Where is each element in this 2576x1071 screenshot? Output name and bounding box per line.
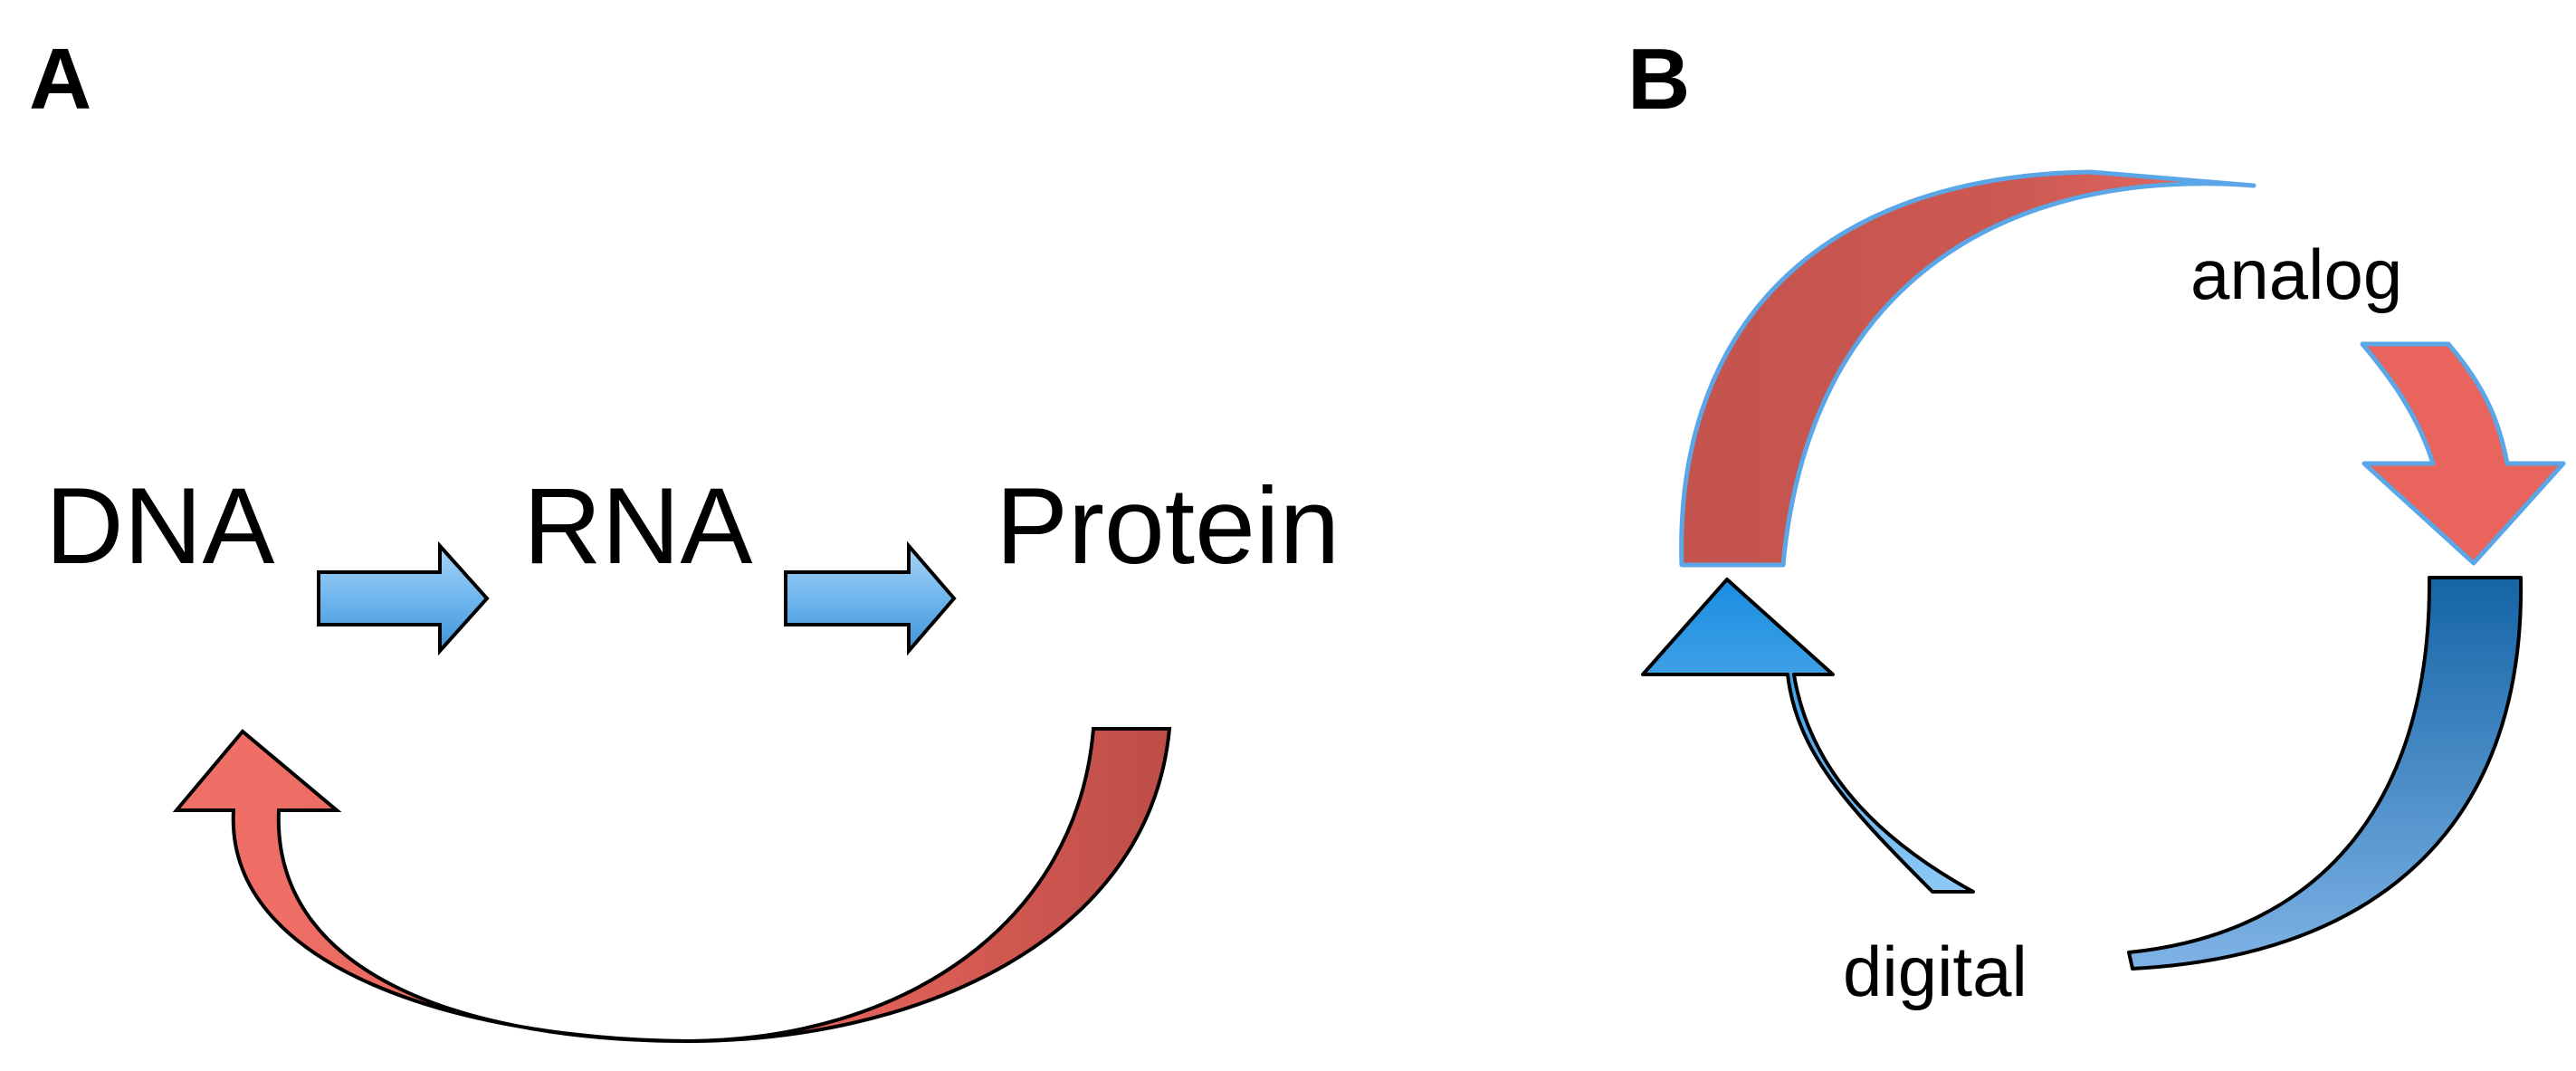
panel-a-letter: A [29,31,91,128]
label-analog: analog [2190,234,2402,314]
node-protein-label: Protein [996,465,1340,587]
node-rna-label: RNA [523,465,752,587]
arrow-rna-to-protein [784,540,957,656]
arc-top-red [1679,169,2256,568]
arc-right-blue [2127,576,2524,971]
panel-b-letter: B [1627,31,1690,128]
arrow-dna-to-rna [317,540,490,656]
arrow-blue-up [1641,578,1975,894]
arrow-protein-to-dna-feedback [172,727,1172,1044]
node-dna-label: DNA [45,465,274,587]
arrow-red-down [2360,341,2566,566]
label-digital: digital [1843,932,2027,1011]
